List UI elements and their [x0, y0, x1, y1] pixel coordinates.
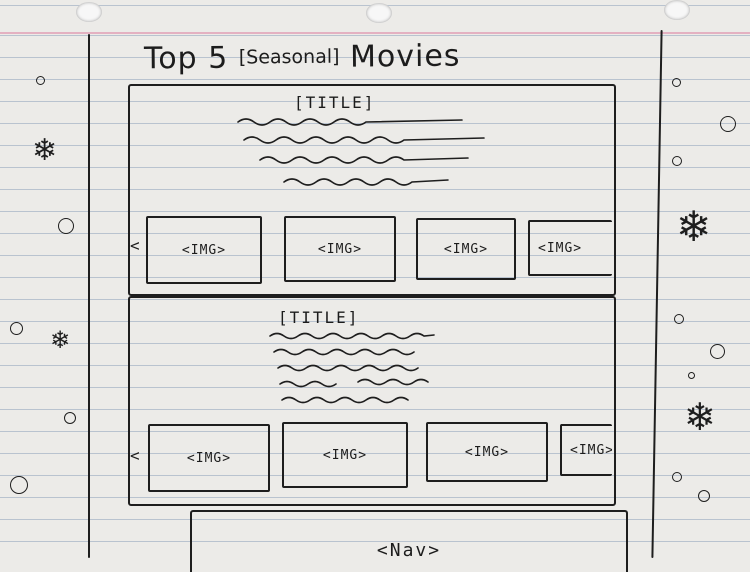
snowflake-icon: ❄: [676, 202, 712, 251]
binder-hole: [664, 0, 690, 20]
nav-bar[interactable]: <Nav>: [190, 510, 628, 572]
carousel-1-prev-arrow[interactable]: <: [130, 236, 140, 255]
page-title-main: Top 5: [143, 40, 229, 77]
paper-top-margin-line: [0, 32, 750, 34]
carousel-1-image-4[interactable]: <IMG>: [528, 220, 612, 276]
carousel-2-image-1[interactable]: <IMG>: [148, 424, 270, 492]
movie-card-1-title: [TITLE]: [294, 93, 376, 112]
snow-dot-icon: [36, 76, 45, 85]
movie-card-2: [128, 296, 616, 506]
snow-dot-icon: [58, 218, 74, 234]
binder-hole: [76, 2, 102, 22]
snow-dot-icon: [674, 314, 684, 324]
carousel-2-image-2[interactable]: <IMG>: [282, 422, 408, 488]
binder-hole: [366, 3, 392, 23]
snow-dot-icon: [10, 322, 23, 335]
snow-dot-icon: [672, 156, 682, 166]
page-title: Top 5 [Seasonal] Movies: [144, 39, 461, 77]
snow-dot-icon: [698, 490, 710, 502]
movie-card-1-description-scribble: [237, 118, 485, 186]
snow-dot-icon: [64, 412, 76, 424]
carousel-1-image-2[interactable]: <IMG>: [284, 216, 396, 282]
snowflake-icon: ❄: [32, 133, 58, 168]
page-border-left: [88, 34, 90, 558]
carousel-2-image-4[interactable]: <IMG>: [560, 424, 612, 476]
snow-dot-icon: [10, 476, 28, 494]
page-title-tail: Movies: [349, 38, 461, 75]
notebook-paper: [0, 0, 750, 558]
snow-dot-icon: [672, 78, 681, 87]
nav-label: <Nav>: [376, 540, 442, 561]
movie-card-1: [128, 84, 616, 296]
carousel-1-image-1[interactable]: <IMG>: [146, 216, 262, 284]
snowflake-icon: ❄: [684, 395, 716, 439]
page-title-season: [Seasonal]: [238, 45, 340, 69]
carousel-2-image-3[interactable]: <IMG>: [426, 422, 548, 482]
carousel-2-prev-arrow[interactable]: <: [130, 446, 140, 465]
carousel-1-image-3[interactable]: <IMG>: [416, 218, 516, 280]
snow-dot-icon: [672, 472, 682, 482]
snow-dot-icon: [688, 372, 695, 379]
snow-dot-icon: [710, 344, 725, 359]
snow-dot-icon: [720, 116, 736, 132]
movie-card-2-description-scribble: [269, 332, 435, 404]
snowflake-icon: ❄: [50, 326, 71, 354]
movie-card-2-title: [TITLE]: [278, 308, 360, 327]
